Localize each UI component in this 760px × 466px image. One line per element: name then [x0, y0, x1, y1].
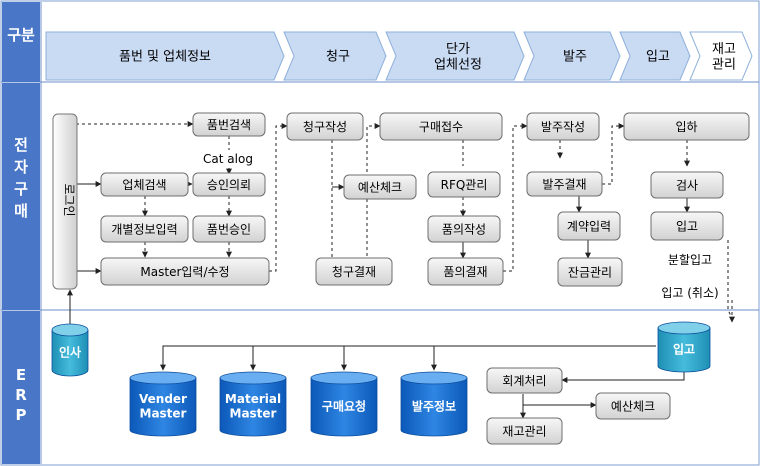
node-master-input[interactable]: Master입력/수정: [100, 257, 270, 286]
svg-text:청구결재: 청구결재: [332, 265, 376, 279]
svg-text:청구: 청구: [326, 50, 350, 65]
erp-receiving-cylinder[interactable]: 입고: [657, 321, 711, 373]
svg-text:단가: 단가: [446, 42, 470, 57]
phase-4: 입고: [619, 31, 691, 81]
svg-text:발주결재: 발주결재: [542, 177, 586, 191]
lane-label-erp: [2, 311, 40, 464]
erp-inventory[interactable]: 재고관리: [486, 417, 563, 445]
svg-text:입하: 입하: [675, 120, 697, 134]
svg-text:품번 및 업체정보: 품번 및 업체정보: [119, 50, 211, 65]
svg-text:청구작성: 청구작성: [303, 120, 347, 134]
login-label: 로그인: [62, 183, 76, 216]
svg-text:승인의뢰: 승인의뢰: [207, 178, 251, 192]
svg-text:관리: 관리: [712, 57, 736, 72]
node-order-create[interactable]: 발주작성: [526, 112, 600, 141]
lane-label-ecommerce: [2, 83, 40, 310]
phase-0: 품번 및 업체정보: [45, 31, 285, 81]
svg-text:품의작성: 품의작성: [442, 222, 486, 236]
lane-header-text: 구분: [7, 26, 35, 44]
svg-text:입고: 입고: [673, 342, 695, 356]
svg-text:재고관리: 재고관리: [502, 424, 546, 438]
node-vendor-search[interactable]: 업체검색: [100, 172, 189, 197]
node-part-search[interactable]: 품번검색: [192, 112, 266, 137]
svg-text:예산체크: 예산체크: [358, 180, 402, 194]
lane-label-header: [2, 2, 40, 82]
svg-text:업체검색: 업체검색: [122, 178, 166, 192]
svg-text:품의결재: 품의결재: [443, 265, 487, 279]
svg-text:품번검색: 품번검색: [207, 118, 251, 132]
node-request-create[interactable]: 청구작성: [286, 112, 364, 141]
node-receiving[interactable]: 입고: [650, 211, 724, 241]
erp-purchase-request-cylinder[interactable]: 구매요청: [310, 371, 378, 437]
node-purchase-receipt[interactable]: 구매접수: [379, 112, 503, 141]
node-individual-input[interactable]: 개별정보입력: [100, 215, 189, 243]
svg-text:입고: 입고: [646, 50, 670, 65]
erp-erp-budget-check[interactable]: 예산체크: [595, 392, 671, 420]
svg-text:구매요청: 구매요청: [322, 398, 366, 413]
svg-text:잔금관리: 잔금관리: [568, 265, 612, 279]
node-request-approve[interactable]: 청구결재: [315, 257, 393, 286]
svg-text:재고: 재고: [712, 42, 736, 57]
node-contract-input[interactable]: 계약입력: [557, 211, 621, 241]
node-review-create[interactable]: 품의작성: [427, 215, 501, 243]
svg-text:입고: 입고: [676, 219, 698, 233]
svg-text:예산체크: 예산체크: [611, 399, 655, 413]
node-approval-request[interactable]: 승인의뢰: [192, 172, 266, 197]
catalog-label: Cat alog: [203, 152, 253, 166]
svg-text:Master: Master: [230, 407, 277, 421]
svg-text:회계처리: 회계처리: [502, 374, 546, 388]
erp-hr-cylinder[interactable]: 인사: [51, 323, 89, 377]
node-part-approval[interactable]: 품번승인: [192, 215, 266, 243]
node-arrival[interactable]: 입하: [623, 112, 750, 141]
svg-text:개별정보입력: 개별정보입력: [111, 222, 177, 236]
node-review-approve[interactable]: 품의결재: [427, 257, 504, 286]
svg-text:발주작성: 발주작성: [541, 120, 585, 134]
svg-text:발주정보: 발주정보: [412, 398, 456, 413]
svg-text:Vender: Vender: [139, 392, 187, 406]
svg-text:Material: Material: [225, 392, 281, 406]
svg-text:계약입력: 계약입력: [567, 218, 611, 233]
receiving-cancel-label: 입고 (취소): [661, 286, 718, 300]
node-budget-check[interactable]: 예산체크: [343, 174, 417, 200]
erp-accounting[interactable]: 회계처리: [486, 367, 563, 394]
svg-text:Master: Master: [140, 407, 187, 421]
svg-text:Master입력/수정: Master입력/수정: [140, 265, 229, 279]
svg-text:업체선정: 업체선정: [434, 57, 482, 72]
phase-5: 재고관리: [689, 31, 753, 81]
svg-text:발주: 발주: [563, 50, 587, 65]
phase-1: 청구: [283, 31, 387, 81]
node-rfq-manage[interactable]: RFQ관리: [427, 171, 501, 198]
phase-3: 발주: [523, 31, 621, 81]
svg-text:검사: 검사: [676, 178, 698, 192]
svg-text:인사: 인사: [59, 344, 81, 359]
node-inspection[interactable]: 검사: [650, 171, 724, 199]
node-balance-manage[interactable]: 잔금관리: [557, 257, 623, 287]
partial-receiving-label: 분할입고: [668, 253, 712, 267]
login-box[interactable]: [52, 113, 78, 290]
svg-text:RFQ관리: RFQ관리: [441, 178, 488, 192]
erp-order-info-cylinder[interactable]: 발주정보: [400, 371, 468, 437]
svg-text:품번승인: 품번승인: [207, 222, 251, 236]
svg-text:구매접수: 구매접수: [419, 120, 463, 134]
node-order-approve[interactable]: 발주결재: [526, 171, 603, 197]
